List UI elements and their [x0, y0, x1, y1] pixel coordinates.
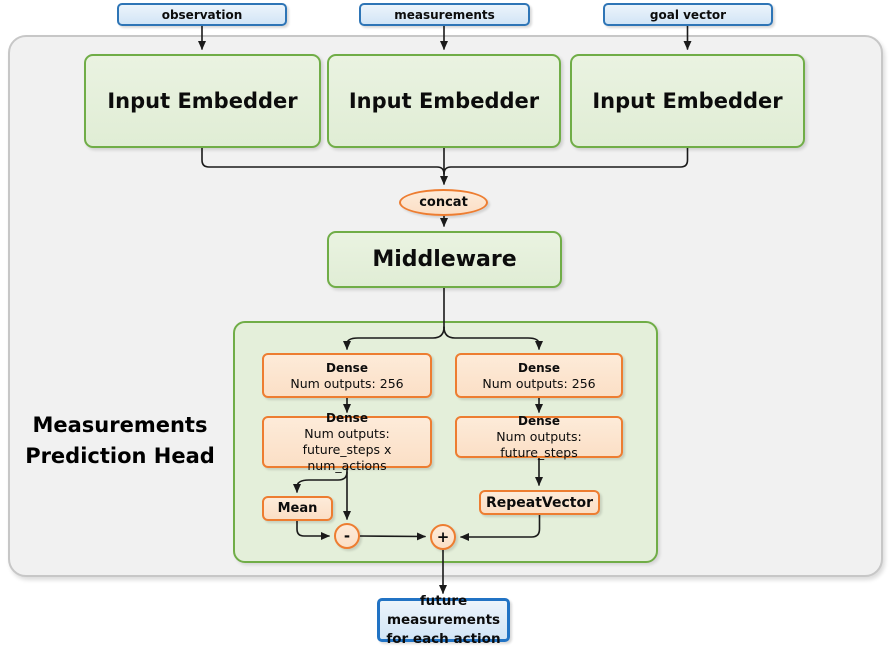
- dense-action-256-detail: Num outputs: 256: [290, 375, 404, 391]
- repeat-vector-block: RepeatVector: [479, 490, 600, 515]
- dense-action-256: Dense Num outputs: 256: [262, 353, 432, 398]
- dense-action-outputs-detail1: Num outputs:: [304, 426, 390, 441]
- dense-action-outputs: Dense Num outputs: future_steps x num_ac…: [262, 411, 432, 473]
- repeat-vector-text: RepeatVector: [485, 494, 593, 511]
- measurements-text: measurements: [394, 7, 495, 22]
- input-embedder-observation-text: Input Embedder: [107, 89, 298, 113]
- input-embedder-measurements: Input Embedder: [327, 54, 561, 148]
- concat-text: concat: [419, 195, 468, 210]
- observation-text: observation: [161, 7, 243, 22]
- input-label-observation: observation: [117, 3, 287, 26]
- add-op: +: [430, 524, 456, 550]
- mean-text: Mean: [277, 501, 318, 516]
- mean-block: Mean: [262, 496, 333, 521]
- input-embedder-measurements-text: Input Embedder: [348, 89, 540, 113]
- add-op-text: +: [436, 527, 450, 546]
- dense-measure-256-detail: Num outputs: 256: [482, 375, 596, 391]
- prediction-head-title: Measurements Prediction Head: [12, 410, 228, 472]
- middleware-block: Middleware: [327, 231, 562, 288]
- input-embedder-goal-vector: Input Embedder: [570, 54, 805, 148]
- output-text-line1: future measurements: [386, 592, 501, 628]
- prediction-head-title-line2: Prediction Head: [25, 444, 215, 468]
- dense-measure-future-steps-detail: Num outputs: future_steps: [496, 429, 582, 460]
- goal-vector-text: goal vector: [649, 7, 727, 22]
- dense-action-outputs-detail2: future_steps x num_actions: [302, 442, 392, 473]
- dense-measure-future-steps: Dense Num outputs: future_steps: [455, 414, 623, 460]
- middleware-text: Middleware: [372, 247, 517, 272]
- input-label-goal-vector: goal vector: [603, 3, 773, 26]
- concat-op: concat: [399, 189, 488, 216]
- output-text-line2: for each action: [386, 630, 501, 647]
- subtract-op-text: -: [343, 526, 351, 545]
- dense-measure-256: Dense Num outputs: 256: [455, 353, 623, 398]
- output-label-future-measurements: future measurements for each action: [377, 593, 510, 647]
- input-embedder-observation: Input Embedder: [84, 54, 321, 148]
- dense-action-outputs-title: Dense: [326, 411, 368, 425]
- dense-measure-future-steps-title: Dense: [518, 414, 560, 428]
- dense-measure-256-title: Dense: [518, 360, 560, 375]
- input-embedder-goal-vector-text: Input Embedder: [592, 89, 783, 113]
- input-label-measurements: measurements: [359, 3, 530, 26]
- subtract-op: -: [334, 523, 360, 549]
- dense-action-256-title: Dense: [326, 360, 368, 375]
- prediction-head-title-line1: Measurements: [32, 413, 208, 437]
